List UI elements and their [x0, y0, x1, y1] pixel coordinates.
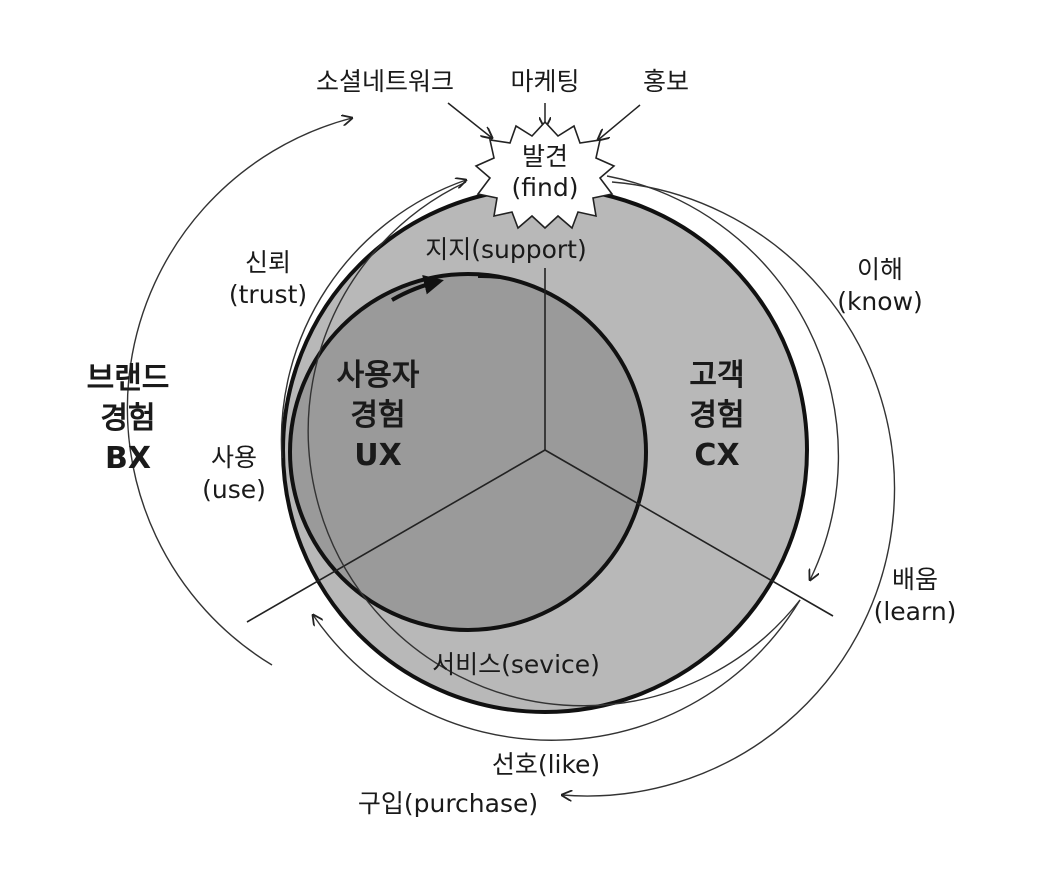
label-know-ko: 이해	[857, 255, 903, 284]
brand-ring-arc	[307, 181, 801, 707]
label-service: 서비스(sevice)	[432, 650, 600, 679]
label-purchase: 구입(purchase)	[358, 789, 538, 818]
bx-title-line3: BX	[105, 441, 151, 476]
service-arrow	[313, 599, 801, 741]
label-learn-en: (learn)	[874, 597, 957, 626]
label-find-en: (find)	[512, 173, 579, 202]
cx-title-line2: 경험	[689, 398, 744, 433]
know-outer-arc	[562, 181, 896, 796]
label-know-en: (know)	[837, 287, 923, 316]
trust-arrow	[126, 118, 352, 666]
divider-left	[246, 449, 546, 623]
label-trust-en: (trust)	[229, 280, 307, 309]
cx-title-line1: 고객	[689, 358, 744, 393]
label-social-network: 소셜네트워크	[316, 67, 454, 96]
label-marketing: 마케팅	[510, 67, 579, 96]
label-use-en: (use)	[202, 475, 266, 504]
label-use-ko: 사용	[211, 443, 257, 472]
social-arrow	[447, 102, 492, 138]
label-trust-ko: 신뢰	[245, 248, 291, 277]
find-starburst	[474, 120, 616, 230]
support-arrow	[391, 274, 444, 302]
learn-arrow	[606, 175, 840, 580]
divider-right	[544, 449, 834, 617]
label-like: 선호(like)	[492, 750, 600, 779]
ux-title-line1: 사용자	[337, 358, 420, 393]
bx-title-line1: 브랜드	[87, 361, 170, 396]
label-promotion: 홍보	[643, 67, 689, 96]
ux-title-line3: UX	[354, 438, 402, 473]
ux-title-line2: 경험	[350, 398, 405, 433]
bx-title-line2: 경험	[100, 401, 155, 436]
promotion-arrow	[598, 104, 641, 140]
label-find-ko: 발견	[522, 142, 568, 171]
cx-title-line3: CX	[694, 438, 739, 473]
find-arrow-left	[280, 180, 466, 459]
label-learn-ko: 배움	[892, 565, 938, 594]
support-arrow-tail	[477, 273, 501, 279]
ux-dark-circle	[288, 272, 648, 632]
label-support: 지지(support)	[425, 235, 587, 264]
